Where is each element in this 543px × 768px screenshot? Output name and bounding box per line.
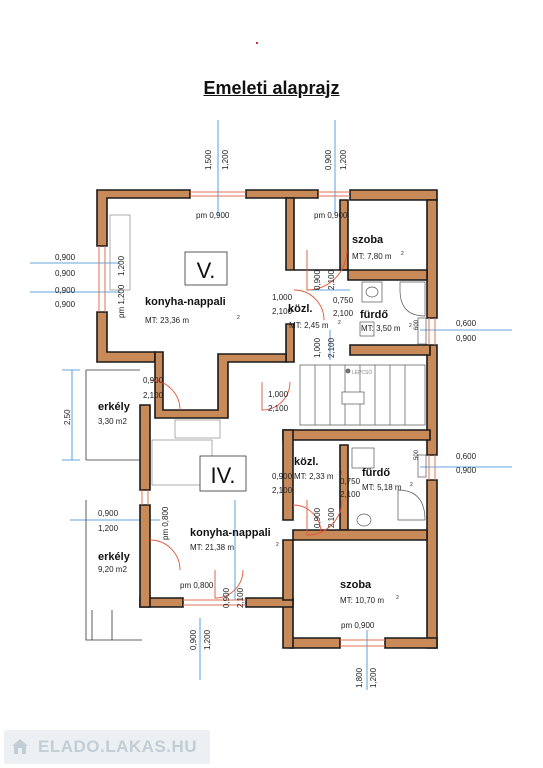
house-icon — [12, 739, 28, 754]
dim-right-4: 0,900 — [456, 466, 477, 475]
area-furdo-v: MT: 3,50 m — [361, 324, 401, 333]
stair-label: LÉPCSŐ — [352, 369, 372, 376]
dim-top-a1: 1,500 — [204, 149, 213, 170]
room-furdo-v: fürdő — [360, 309, 388, 321]
dim-pm-top-right: pm 0,900 — [314, 211, 348, 220]
dim-pm-left-vertical: pm 1,200 — [117, 284, 126, 318]
dim-door-v-furdo-a: 0,750 — [333, 296, 354, 305]
unit-v-box — [184, 251, 228, 286]
room-names: konyha-nappali közl. fürdő szoba erkély … — [98, 234, 390, 591]
plan-title: Emeleti alaprajz — [203, 78, 340, 98]
staircase — [299, 364, 426, 426]
room-erkely-2: erkély — [98, 551, 131, 563]
area-kozl-v: MT: 2,45 m — [289, 321, 329, 330]
dim-bottom-b2: 1,200 — [369, 667, 378, 688]
room-erkely-1: erkély — [98, 401, 131, 413]
dim-left-2: 0,900 — [55, 269, 76, 278]
dim-door-v-kozl-b: 2,100 — [272, 307, 293, 316]
area-konyha-iv: MT: 21,38 m — [190, 543, 234, 552]
dim-pm-top-left: pm 0,900 — [196, 211, 230, 220]
dim-win-iv-a: 0,900 — [222, 587, 231, 608]
room-konyha-v: konyha-nappali — [145, 296, 226, 308]
area-konyha-v-sup: 2 — [237, 315, 240, 321]
room-kozl-iv: közl. — [294, 456, 318, 468]
windows — [98, 191, 436, 647]
area-erkely-2: 9,20 m2 — [98, 565, 127, 574]
dim-door-erk-b: 2,100 — [143, 391, 164, 400]
room-kozl-v: közl. — [288, 303, 312, 315]
room-konyha-iv: konyha-nappali — [190, 527, 271, 539]
dim-door-v-furdo-b: 2,100 — [333, 309, 354, 318]
watermark: ELADO.LAKAS.HU — [4, 730, 210, 764]
area-szoba-v: MT: 7,80 m — [352, 252, 392, 261]
dimension-labels: pm 0,900 pm 0,900 pm 1,200 pm 0,800 pm 0… — [55, 149, 477, 688]
dim-left-v1: 1,200 — [117, 255, 126, 276]
door-swings — [149, 249, 348, 599]
dim-door-v-kozl-a: 1,000 — [272, 293, 293, 302]
balcony-outline — [85, 369, 142, 641]
area-furdo-iv-sup: 2 — [410, 482, 413, 488]
dim-pm-bottom-iv: pm 0,800 — [180, 581, 214, 590]
dim-door-iv-szoba-b: 2,100 — [327, 507, 336, 528]
dim-door-v-lower-a: 1,000 — [313, 337, 322, 358]
room-areas: MT: 23,36 m 2 MT: 2,45 m 2 MT: 3,50 m 2 … — [98, 251, 413, 605]
area-konyha-v: MT: 23,36 m — [145, 316, 189, 325]
red-mark — [256, 42, 258, 44]
dim-right-3: 0,600 — [456, 452, 477, 461]
dim-side: 2,50 — [63, 409, 72, 425]
unit-labels: V. IV. — [184, 251, 247, 492]
dim-door-v-szoba-b: 2,100 — [327, 269, 336, 290]
dim-left-3: 0,900 — [55, 286, 76, 295]
area-furdo-iv: MT: 5,18 m — [362, 483, 402, 492]
room-szoba-v: szoba — [352, 234, 384, 246]
dim-door-v-szoba-a: 0,900 — [313, 269, 322, 290]
room-szoba-iv: szoba — [340, 579, 372, 591]
kitchen-outlines — [109, 214, 221, 486]
dim-right-2: 0,900 — [456, 334, 477, 343]
dim-door-erk-a: 0,900 — [143, 376, 164, 385]
dim-bottom-a2: 1,200 — [203, 629, 212, 650]
dim-win-erk2-b: 1,200 — [98, 524, 119, 533]
dim-door-stair-a: 1,000 — [268, 390, 289, 399]
area-kozl-iv-sup: 2 — [339, 471, 342, 477]
watermark-text: ELADO.LAKAS.HU — [38, 737, 198, 756]
dim-top-b1: 0,900 — [324, 149, 333, 170]
dim-top-a2: 1,200 — [221, 149, 230, 170]
area-szoba-iv: MT: 10,70 m — [340, 596, 384, 605]
dim-door-iv-furdo-a: 0,750 — [340, 477, 361, 486]
dim-door-iv-kozl-a: 0,900 — [272, 472, 293, 481]
dim-left-4: 0,900 — [55, 300, 76, 309]
dim-bottom-a1: 0,900 — [189, 629, 198, 650]
area-szoba-iv-sup: 2 — [396, 595, 399, 601]
dim-win-erk2-a: 0,900 — [98, 509, 119, 518]
dim-pm-erkely-vertical: pm 0,800 — [161, 506, 170, 540]
bathroom-fixtures — [351, 281, 427, 527]
room-furdo-iv: fürdő — [362, 467, 390, 479]
dim-left-1: 0,900 — [55, 253, 76, 262]
area-erkely-1: 3,30 m2 — [98, 417, 127, 426]
unit-v-label: V. — [197, 258, 216, 283]
dim-top-b2: 1,200 — [339, 149, 348, 170]
dim-door-v-lower-b: 2,100 — [327, 337, 336, 358]
dim-door-stair-b: 2,100 — [268, 404, 289, 413]
dim-right-1: 0,600 — [456, 319, 477, 328]
area-kozl-v-sup: 2 — [338, 320, 341, 326]
dim-door-iv-kozl-b: 2,100 — [272, 486, 293, 495]
dim-win-iv-b: 2,100 — [236, 587, 245, 608]
dim-pm-bottom-right: pm 0,900 — [341, 621, 375, 630]
area-kozl-iv: MT: 2,33 m — [294, 472, 334, 481]
dim-small-600: 600 — [414, 319, 420, 330]
area-furdo-v-sup: 2 — [409, 323, 412, 329]
dim-door-iv-furdo-b: 2,100 — [340, 490, 361, 499]
dim-door-iv-szoba-a: 0,900 — [313, 507, 322, 528]
dim-small-500: 500 — [414, 449, 420, 460]
walls — [96, 189, 438, 649]
dim-bottom-b1: 1,800 — [355, 667, 364, 688]
area-szoba-v-sup: 2 — [401, 251, 404, 257]
unit-iv-box — [199, 455, 247, 492]
area-konyha-iv-sup: 2 — [276, 542, 279, 548]
unit-iv-label: IV. — [211, 463, 236, 488]
